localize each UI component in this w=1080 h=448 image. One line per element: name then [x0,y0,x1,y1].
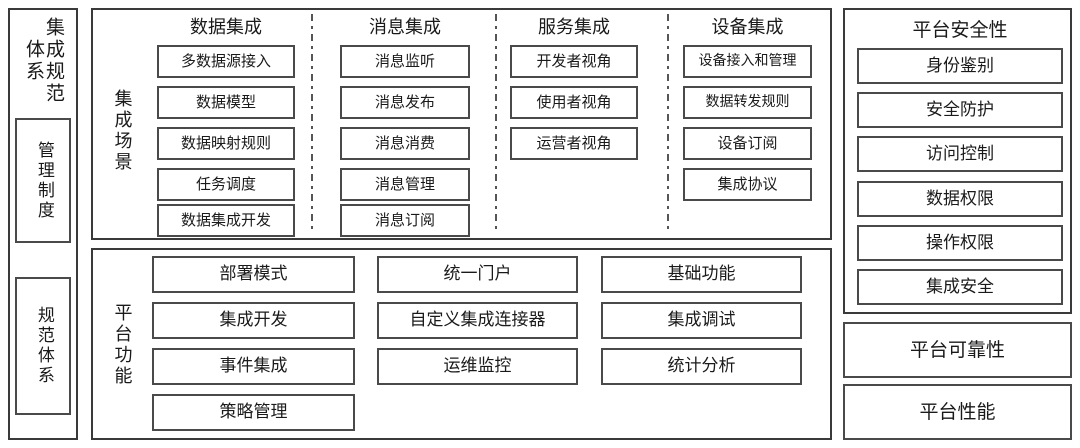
right-box-platform-performance[interactable]: 平台性能 [843,384,1072,440]
scenario-item-service-0[interactable]: 开发者视角 [510,45,638,78]
scenario-item-device-1[interactable]: 数据转发规则 [683,86,812,119]
scenario-item-data-1[interactable]: 数据模型 [157,86,295,119]
function-item-c2-2[interactable]: 运维监控 [377,348,578,385]
scenario-item-message-3[interactable]: 消息管理 [340,168,470,201]
function-item-c2-0[interactable]: 统一门户 [377,256,578,293]
security-item-0[interactable]: 身份鉴别 [857,48,1063,84]
scenario-column-header-device: 设备集成 [711,17,784,38]
security-item-3[interactable]: 数据权限 [857,181,1063,217]
scenario-column-header-data: 数据集成 [190,17,262,38]
scenario-item-message-1[interactable]: 消息发布 [340,86,470,119]
function-item-c3-2[interactable]: 统计分析 [601,348,802,385]
scenario-item-service-2[interactable]: 运营者视角 [510,127,638,160]
scenario-item-device-0[interactable]: 设备接入和管理 [683,45,812,78]
security-item-1[interactable]: 安全防护 [857,92,1063,128]
security-item-4[interactable]: 操作权限 [857,225,1063,261]
function-item-c1-3[interactable]: 策略管理 [152,394,355,431]
right-box-platform-reliability[interactable]: 平台可靠性 [843,322,1072,378]
scenario-side-label: 集成场景 [111,89,133,173]
left-box-standard-system-label: 规范体系 [33,306,54,386]
scenario-item-message-4[interactable]: 消息订阅 [340,204,470,237]
left-box-management-system-label: 管理制度 [33,140,54,221]
scenario-item-data-0[interactable]: 多数据源接入 [157,45,295,78]
scenario-item-message-2[interactable]: 消息消费 [340,127,470,160]
scenario-item-data-4[interactable]: 数据集成开发 [157,204,295,237]
function-item-c1-2[interactable]: 事件集成 [152,348,355,385]
left-box-management-system[interactable]: 管理制度 [15,118,71,243]
left-panel-heading: 集成规范体系 [23,17,65,105]
function-item-c2-1[interactable]: 自定义集成连接器 [377,302,578,339]
function-item-c3-0[interactable]: 基础功能 [601,256,802,293]
function-item-c1-1[interactable]: 集成开发 [152,302,355,339]
function-item-c3-1[interactable]: 集成调试 [601,302,802,339]
scenario-divider-3 [667,14,669,234]
scenario-item-data-3[interactable]: 任务调度 [157,168,295,201]
scenario-column-header-message: 消息集成 [369,17,441,38]
left-box-standard-system[interactable]: 规范体系 [15,277,71,415]
scenario-column-header-service: 服务集成 [538,17,610,38]
function-side-label: 平台功能 [111,303,133,387]
scenario-divider-1 [311,14,313,234]
function-item-c1-0[interactable]: 部署模式 [152,256,355,293]
scenario-item-device-2[interactable]: 设备订阅 [683,127,812,160]
scenario-item-message-0[interactable]: 消息监听 [340,45,470,78]
security-item-2[interactable]: 访问控制 [857,136,1063,172]
scenario-item-device-3[interactable]: 集成协议 [683,168,812,201]
scenario-divider-2 [495,14,497,234]
right-panel-heading: 平台安全性 [912,18,1008,41]
security-item-5[interactable]: 集成安全 [857,269,1063,305]
scenario-item-data-2[interactable]: 数据映射规则 [157,127,295,160]
scenario-item-service-1[interactable]: 使用者视角 [510,86,638,119]
